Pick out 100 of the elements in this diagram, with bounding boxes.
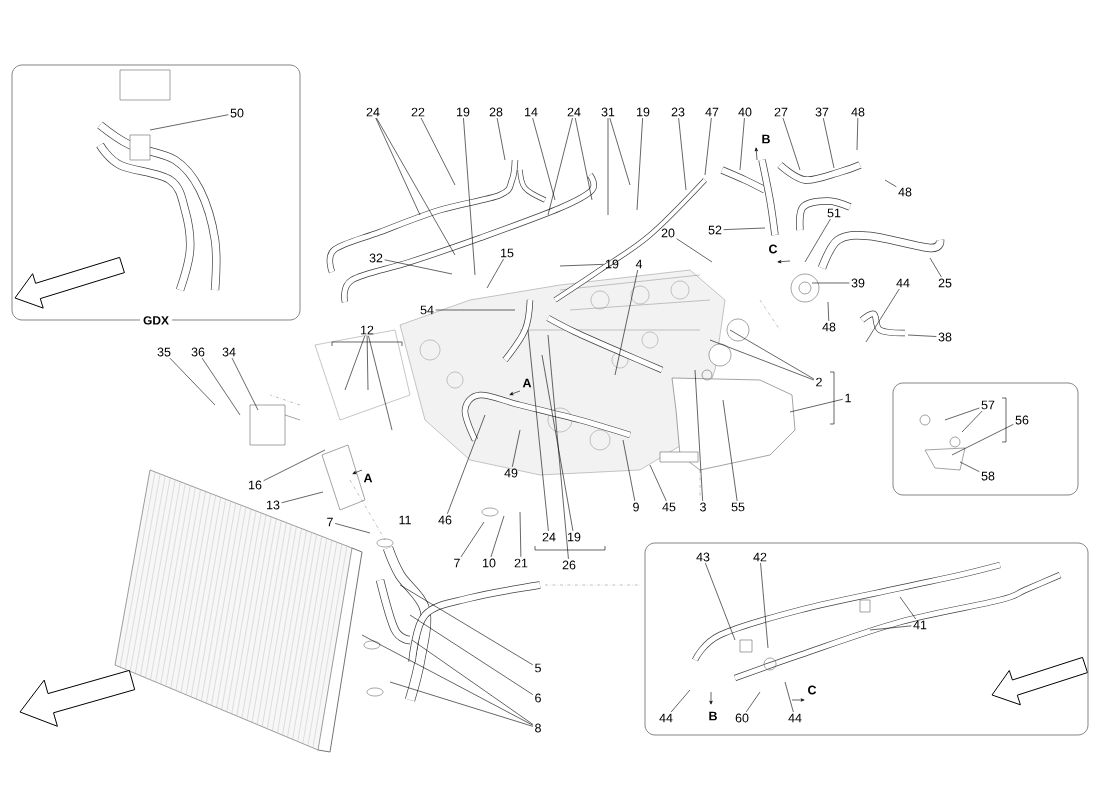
leader-line xyxy=(678,117,687,191)
leader-line xyxy=(169,357,216,406)
callout-number: 10 xyxy=(483,558,496,568)
leader-line xyxy=(376,117,456,256)
leader-line xyxy=(435,309,516,311)
leader-line xyxy=(375,117,421,216)
leader-line xyxy=(399,584,534,666)
inset-panel xyxy=(644,542,1089,736)
leader-line xyxy=(490,515,505,558)
callout-number: 54 xyxy=(420,305,434,315)
leader-line xyxy=(281,491,324,504)
callout-number: 40 xyxy=(738,107,752,117)
leader-line xyxy=(811,282,850,284)
callout-number: 43 xyxy=(696,552,710,562)
direction-letter: A xyxy=(522,378,532,388)
callout-number: 34 xyxy=(222,347,236,357)
leader-line xyxy=(486,258,504,289)
callout-number: 25 xyxy=(938,278,952,288)
leader-line xyxy=(723,227,766,230)
callout-number: 7 xyxy=(327,517,333,527)
callout-number: 11 xyxy=(399,515,411,525)
leader-line xyxy=(409,614,534,695)
callout-number: 48 xyxy=(898,187,912,197)
direction-letter: C xyxy=(808,685,817,695)
leader-line xyxy=(411,639,534,725)
leader-line xyxy=(574,117,593,201)
leader-line xyxy=(384,259,453,275)
callout-number: 37 xyxy=(815,107,829,117)
leader-line xyxy=(782,117,801,171)
direction-letter: B xyxy=(709,711,717,721)
leader-line xyxy=(856,117,859,151)
leader-line xyxy=(263,449,326,481)
leader-line xyxy=(670,689,691,713)
callout-number: 48 xyxy=(851,107,865,117)
callout-number: 1 xyxy=(845,393,851,403)
leader-line xyxy=(368,335,393,431)
leader-line xyxy=(899,596,917,620)
direction-letter: C xyxy=(769,244,778,254)
callout-number: 7 xyxy=(454,558,460,568)
leader-line xyxy=(460,521,485,558)
callout-number: 24 xyxy=(567,107,581,117)
leader-line xyxy=(149,114,229,131)
leader-line xyxy=(959,461,980,472)
leader-line xyxy=(607,117,609,216)
leader-line xyxy=(334,523,371,534)
callout-number: 46 xyxy=(438,515,452,525)
callout-number: 48 xyxy=(822,322,836,332)
callout-number: 24 xyxy=(542,532,556,542)
leader-line xyxy=(636,117,643,211)
leader-line xyxy=(704,117,712,176)
direction-letter: B xyxy=(762,134,770,144)
leader-line xyxy=(622,439,636,502)
leader-line xyxy=(722,399,738,502)
leader-line xyxy=(823,117,835,169)
leader-line xyxy=(547,334,569,560)
callout-number: 45 xyxy=(662,502,676,512)
callout-number: 38 xyxy=(938,332,952,342)
inset-panel xyxy=(892,382,1079,496)
callout-number: 35 xyxy=(157,347,171,357)
callout-number: 60 xyxy=(735,713,749,723)
leader-line xyxy=(511,429,521,468)
leader-line xyxy=(344,335,366,391)
leader-line xyxy=(804,218,831,263)
callout-number: 19 xyxy=(637,107,650,117)
callout-number: 19 xyxy=(568,532,581,542)
callout-number: 4 xyxy=(635,259,643,269)
leader-line xyxy=(496,117,506,161)
leader-line xyxy=(463,117,476,276)
leader-line xyxy=(884,179,897,188)
callout-number: 9 xyxy=(633,502,639,512)
callout-number: 55 xyxy=(731,502,745,512)
leader-line xyxy=(865,288,900,343)
callout-number: 2 xyxy=(816,377,822,387)
callout-number: 52 xyxy=(708,225,722,235)
leader-line xyxy=(366,335,369,391)
leader-line xyxy=(745,691,761,713)
leader-line xyxy=(944,407,980,421)
direction-letter: A xyxy=(363,473,373,483)
leader-line xyxy=(709,339,815,381)
leader-line xyxy=(705,562,736,641)
callout-number: 13 xyxy=(267,500,280,510)
leader-line xyxy=(760,562,769,649)
callout-number: 49 xyxy=(504,468,518,478)
callout-number: 22 xyxy=(411,107,425,117)
leader-line xyxy=(361,634,534,726)
callout-number: 47 xyxy=(705,107,719,117)
callout-number: 12 xyxy=(361,325,374,335)
leader-line xyxy=(694,369,703,502)
leader-line xyxy=(649,464,667,502)
leader-line xyxy=(827,301,830,322)
callout-number: 36 xyxy=(191,347,205,357)
leader-line xyxy=(541,354,574,532)
callout-number: 32 xyxy=(369,253,383,263)
callout-number: 41 xyxy=(913,620,927,630)
leader-line xyxy=(519,511,522,558)
leader-line xyxy=(389,681,534,727)
callout-number: 3 xyxy=(700,502,706,512)
leader-line xyxy=(869,625,912,631)
callout-number: 44 xyxy=(788,713,802,723)
callout-number: 58 xyxy=(981,471,995,481)
